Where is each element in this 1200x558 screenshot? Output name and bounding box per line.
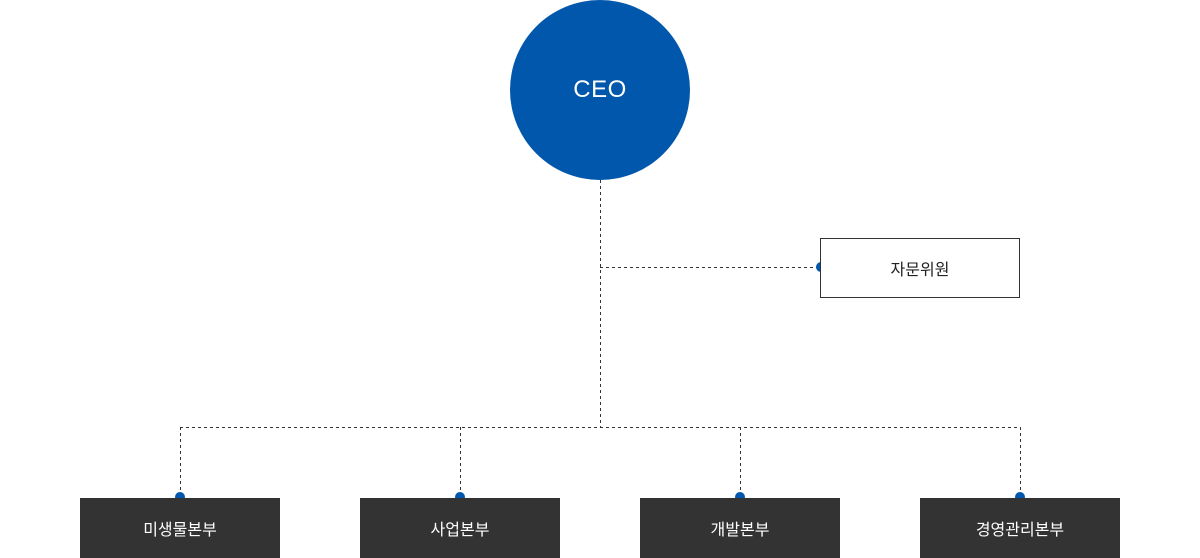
advisory-committee-label: 자문위원: [890, 260, 950, 279]
department-node-development: 개발본부: [640, 498, 840, 558]
department-node-business: 사업본부: [360, 498, 560, 558]
department-label: 경영관리본부: [975, 520, 1065, 539]
department-label: 개발본부: [710, 520, 770, 539]
department-node-management: 경영관리본부: [920, 498, 1120, 558]
advisory-committee-node: 자문위원: [820, 238, 1020, 298]
department-node-microbiology: 미생물본부: [80, 498, 280, 558]
department-label: 사업본부: [430, 520, 490, 539]
department-label: 미생물본부: [143, 520, 217, 539]
ceo-node: CEO: [510, 0, 690, 180]
ceo-label: CEO: [573, 76, 627, 103]
